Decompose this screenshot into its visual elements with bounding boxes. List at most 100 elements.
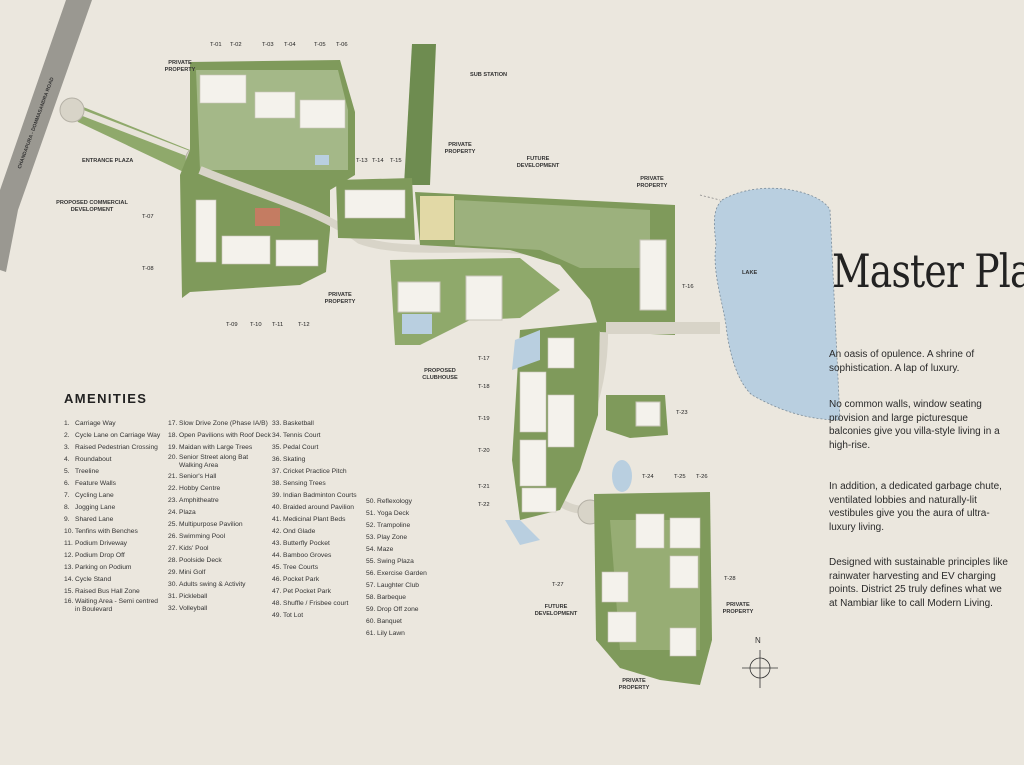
amenity-label: Exercise Garden	[377, 570, 427, 577]
amenity-number: 29.	[168, 569, 178, 576]
label-future-dev-top: FUTURE DEVELOPMENT	[516, 156, 560, 169]
description-para-3: In addition, a dedicated garbage chute, …	[829, 481, 1002, 533]
amenity-item: 47.Pet Pocket Park	[272, 586, 372, 598]
label-private-mid: PRIVATE PROPERTY	[444, 142, 476, 155]
amenity-label: Senior Street along Bat Walking Area	[179, 454, 249, 469]
main-road	[0, 0, 92, 272]
amenity-label: Poolside Deck	[179, 557, 222, 564]
amenity-label: Lily Lawn	[377, 630, 405, 637]
amenity-number: 12.	[64, 552, 74, 559]
amenity-label: Hobby Centre	[179, 485, 221, 492]
amenity-item: 16.Waiting Area - Semi centred in Boulev…	[64, 598, 164, 615]
amenities-column-1: 1.Carriage Way 2.Cycle Lane on Carriage …	[64, 418, 164, 615]
amenity-number: 44.	[272, 552, 282, 559]
amenity-label: Barbeque	[377, 594, 407, 601]
amenity-item: 23.Amphitheatre	[168, 495, 280, 507]
amenity-number: 35.	[272, 444, 282, 451]
amenity-item: 9.Shared Lane	[64, 514, 164, 526]
amenity-item: 45.Tree Courts	[272, 562, 372, 574]
amenity-item: 2.Cycle Lane on Carriage Way	[64, 430, 164, 442]
amenity-label: Shared Lane	[75, 516, 114, 523]
amenity-number: 60.	[366, 618, 376, 625]
amenity-label: Parking on Podium	[75, 564, 132, 571]
amenity-label: Sensing Trees	[283, 480, 326, 487]
tower-label: T-10	[250, 322, 262, 328]
amenity-label: Maze	[377, 546, 394, 553]
amenity-number: 41.	[272, 516, 282, 523]
amenity-number: 45.	[272, 564, 282, 571]
tower-label: T-03	[262, 42, 274, 48]
amenity-label: Cricket Practice Pitch	[283, 468, 347, 475]
amenity-number: 27.	[168, 545, 178, 552]
amenity-item: 10.Tenfins with Benches	[64, 526, 164, 538]
amenity-label: Amphitheatre	[179, 497, 219, 504]
amenity-label: Bamboo Groves	[283, 552, 332, 559]
tower-label: T-24	[642, 474, 654, 480]
amenity-item: 4.Roundabout	[64, 454, 164, 466]
amenity-label: Indian Badminton Courts	[283, 492, 357, 499]
tower-label: T-14	[372, 158, 384, 164]
tower-label: T-11	[272, 322, 284, 328]
tower-label: T-08	[142, 266, 154, 272]
tower-label: T-02	[230, 42, 242, 48]
label-lake: LAKE	[742, 270, 758, 276]
amenity-number: 26.	[168, 533, 178, 540]
amenity-number: 31.	[168, 593, 178, 600]
amenity-item: 25.Multipurpose Pavilion	[168, 519, 280, 531]
label-entrance-plaza: ENTRANCE PLAZA	[82, 158, 134, 164]
amenity-item: 59.Drop Off zone	[366, 604, 456, 616]
amenity-label: Cycling Lane	[75, 492, 114, 499]
amenity-item: 55.Swing Plaza	[366, 556, 456, 568]
amenity-label: Swing Plaza	[377, 558, 414, 565]
tower-label: T-27	[552, 582, 564, 588]
south-tower-blocks	[519, 337, 575, 513]
tower-label: T-01	[210, 42, 222, 48]
nw-tower-blocks	[195, 74, 346, 267]
amenity-label: Carriage Way	[75, 420, 116, 427]
amenity-number: 57.	[366, 582, 376, 589]
tower-label: T-16	[682, 284, 694, 290]
amenities-column-3: 33.Basketball 34.Tennis Court 35.Pedal C…	[272, 418, 372, 622]
amenity-number: 59.	[366, 606, 376, 613]
amenity-label: Reflexology	[377, 498, 412, 505]
amenity-label: Cycle Stand	[75, 576, 112, 583]
tower-label: T-09	[226, 322, 238, 328]
tower-label: T-19	[478, 416, 490, 422]
t16-block	[639, 239, 667, 311]
entrance-roundabout	[59, 97, 85, 123]
south-pond	[505, 520, 540, 545]
nw-pool	[315, 155, 329, 165]
label-clubhouse: PROPOSED CLUBHOUSE	[422, 368, 458, 381]
amenity-item: 1.Carriage Way	[64, 418, 164, 430]
amenity-number: 19.	[168, 444, 178, 451]
amenity-number: 42.	[272, 528, 282, 535]
amenity-item: 30.Adults swing & Activity	[168, 579, 280, 591]
sports-courts	[420, 196, 454, 240]
amenity-label: Multipurpose Pavilion	[179, 521, 243, 528]
clubhouse-banquet	[465, 275, 503, 321]
description-para-1: An oasis of opulence. A shrine of sophis…	[829, 349, 975, 374]
amenity-number: 33.	[272, 420, 282, 427]
tower-label: T-04	[284, 42, 296, 48]
amenity-label: Ond Glade	[283, 528, 316, 535]
amenity-number: 37.	[272, 468, 282, 475]
amenity-number: 17.	[168, 420, 178, 427]
tower-label: T-28	[724, 576, 736, 582]
amenity-number: 54.	[366, 546, 376, 553]
amenity-item: 31.Pickleball	[168, 591, 280, 603]
amenities-column-2: 17.Slow Drive Zone (Phase IA/B) 18.Open …	[168, 418, 280, 615]
amenity-item: 32.Volleyball	[168, 603, 280, 615]
amenity-item: 19.Maidan with Large Trees	[168, 442, 280, 454]
description-para-4: Designed with sustainable principles lik…	[829, 557, 1008, 609]
amenity-label: Podium Drop Off	[75, 552, 125, 559]
amenity-item: 6.Feature Walls	[64, 478, 164, 490]
amenity-label: Laughter Club	[377, 582, 420, 589]
amenity-item: 58.Barbeque	[366, 592, 456, 604]
amenity-label: Tot Lot	[283, 612, 304, 619]
amenity-number: 21.	[168, 473, 178, 480]
amenity-item: 50.Reflexology	[366, 496, 456, 508]
amenity-number: 55.	[366, 558, 376, 565]
tower-label: T-18	[478, 384, 490, 390]
amenity-item: 27.Kids' Pool	[168, 543, 280, 555]
